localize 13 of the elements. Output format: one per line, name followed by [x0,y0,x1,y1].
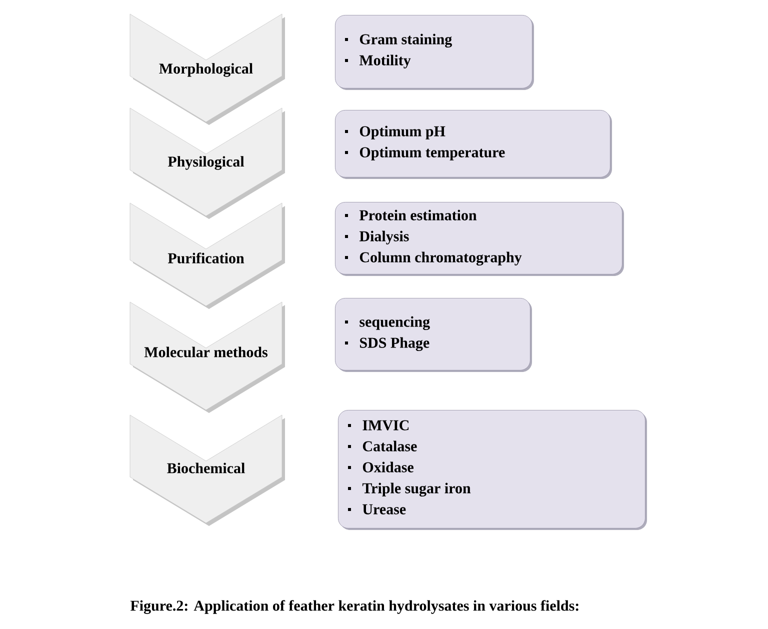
list-item: sequencing [345,316,430,330]
list-item: Urease [348,504,406,514]
list-item: Motility [345,54,411,68]
list-item: IMVIC [348,420,409,430]
list-item: Column chromatography [345,252,522,266]
list-item: Gram staining [345,34,452,48]
list-item: Triple sugar iron [348,482,471,497]
list-item: Dialysis [345,230,409,244]
list-item: SDS Phage [345,337,430,352]
figure-caption: Figure.2: Application of feather keratin hydrolysates in various fields: [130,600,578,614]
list-item: Catalase [348,440,417,452]
list-item: Protein estimation [345,210,477,220]
list-item: Oxidase [348,462,414,472]
